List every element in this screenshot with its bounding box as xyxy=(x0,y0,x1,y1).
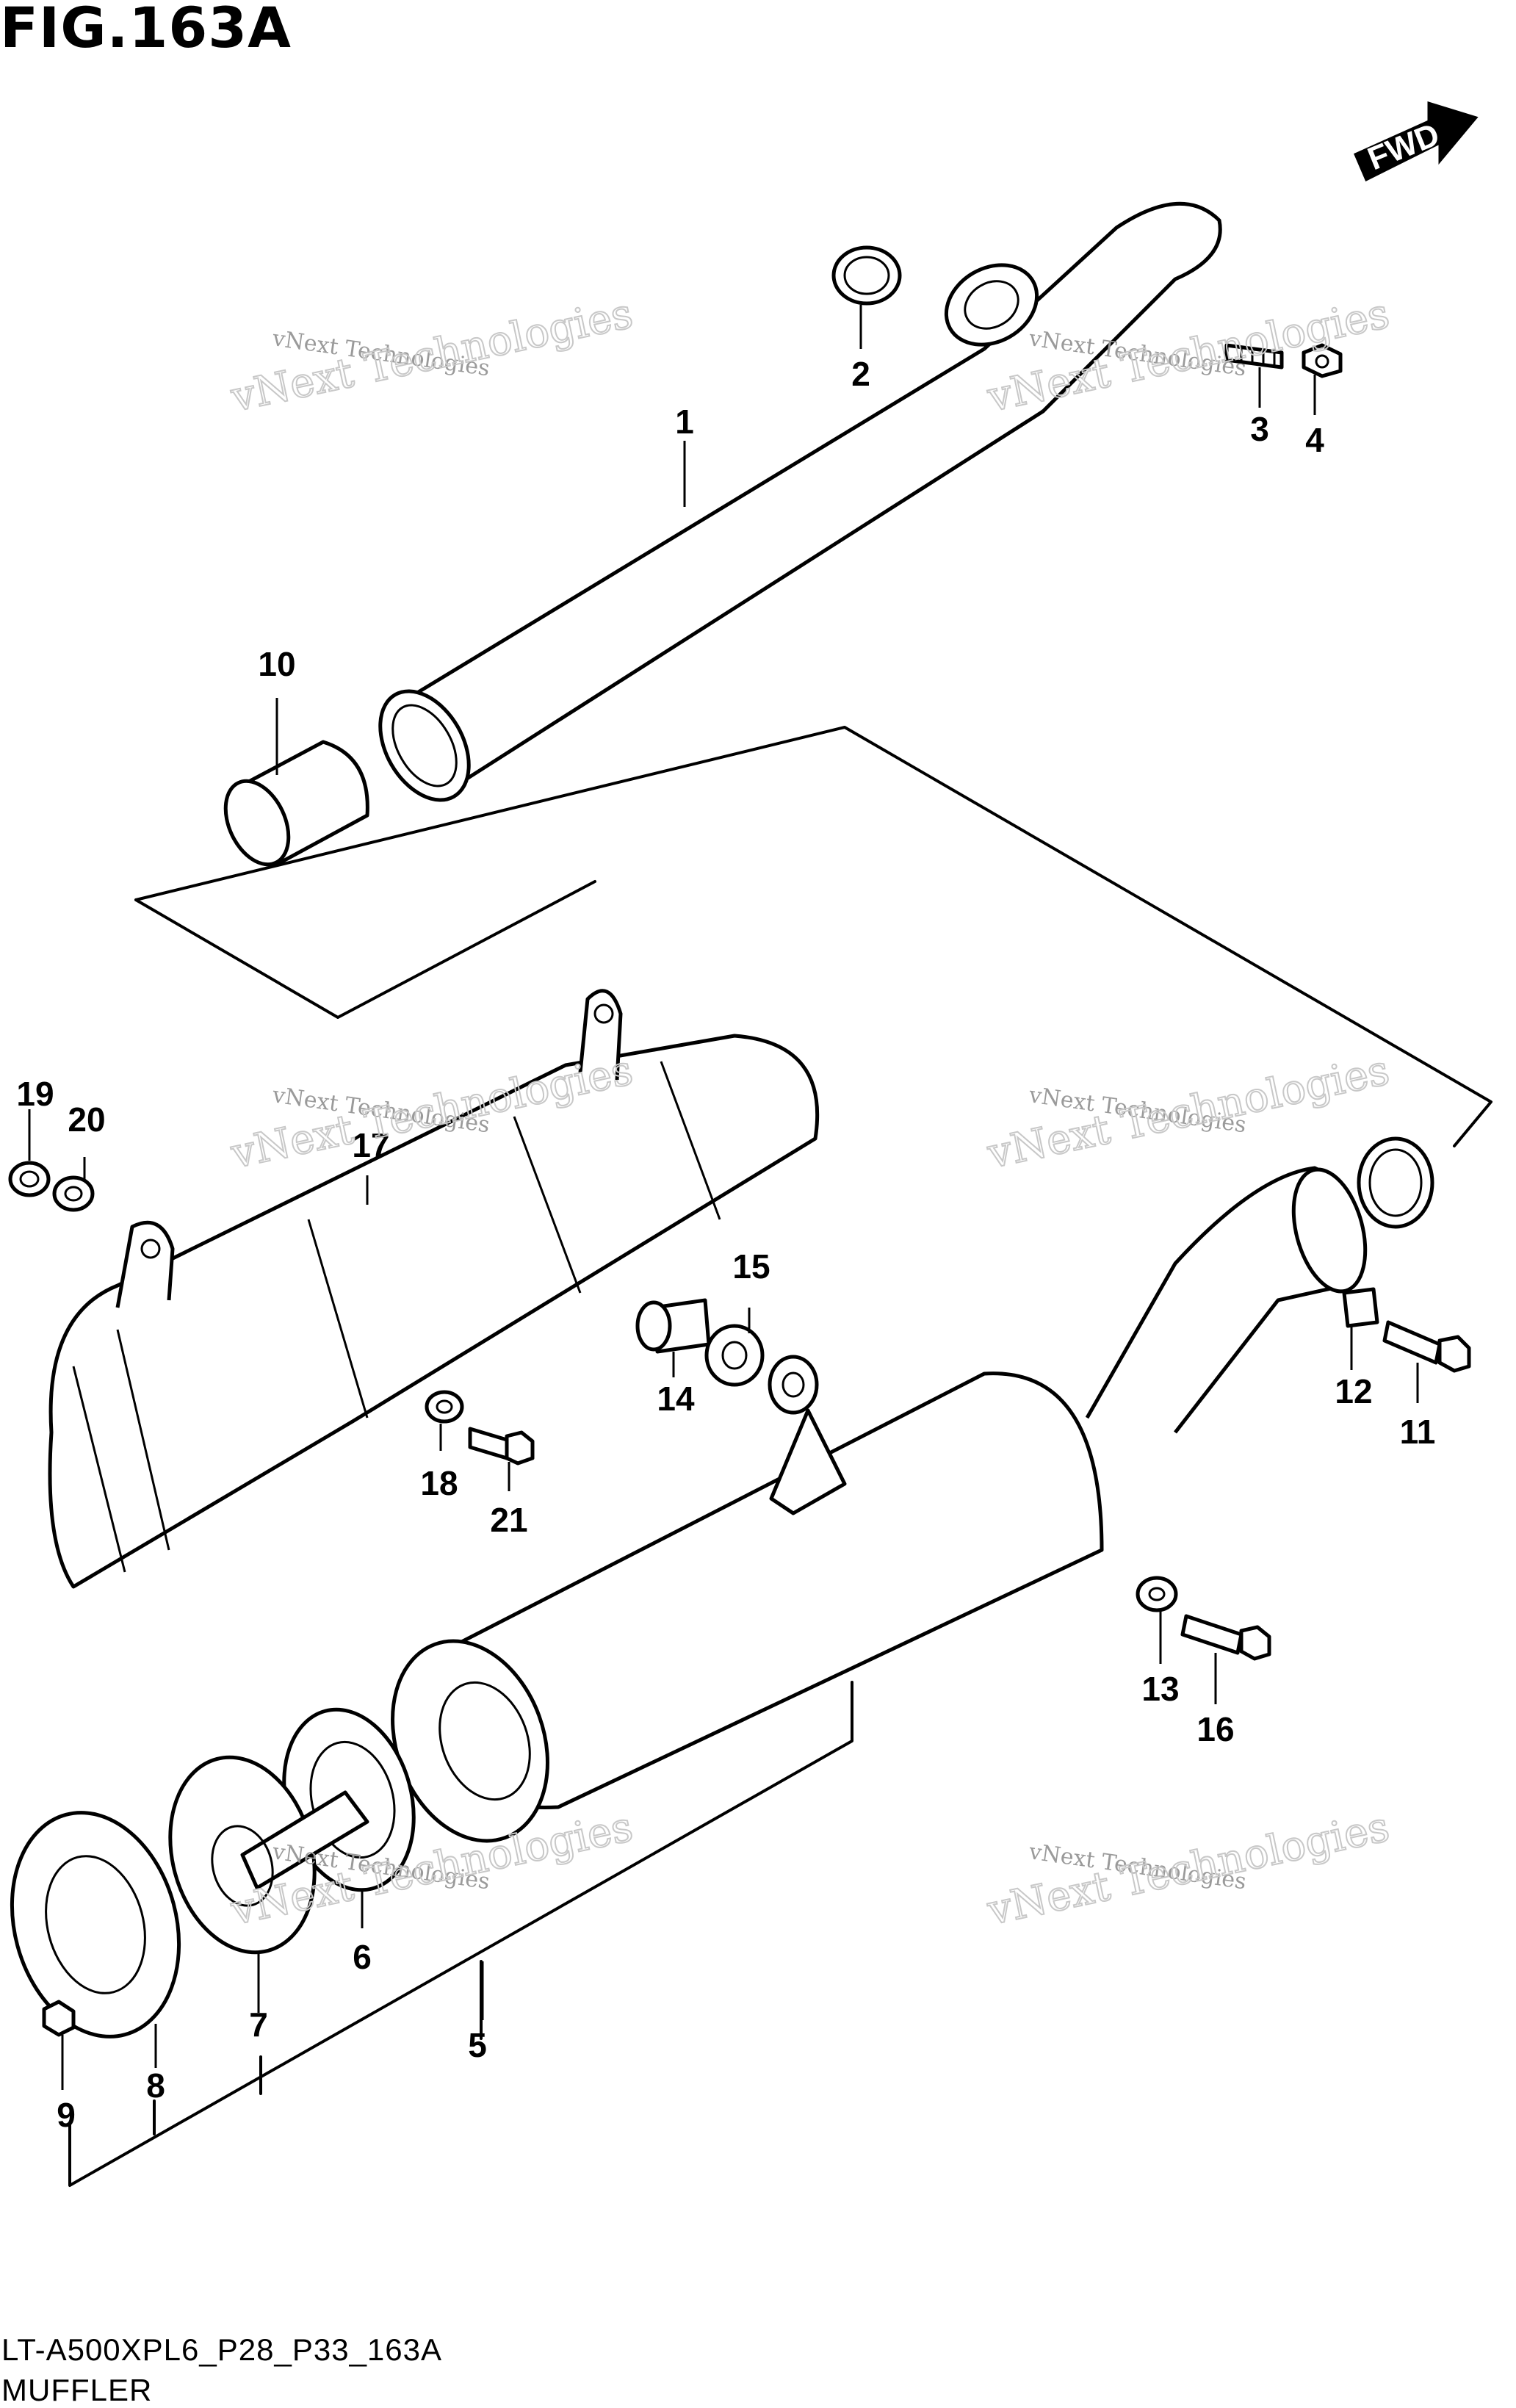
callout-18: 18 xyxy=(420,1464,458,1502)
part-17-heat-shield xyxy=(48,989,820,1589)
watermark-text: vNext Technologies xyxy=(983,1046,1393,1178)
callout-17: 17 xyxy=(352,1126,389,1164)
fwd-label: FWD xyxy=(1362,116,1444,177)
figure-name: MUFFLER xyxy=(1,2373,153,2407)
leader-lines xyxy=(28,305,1419,2090)
part-10-sleeve xyxy=(223,740,369,867)
callout-4: 4 xyxy=(1305,421,1324,459)
callout-11: 11 xyxy=(1400,1413,1436,1451)
callout-12: 12 xyxy=(1335,1372,1372,1410)
part-16-bolt xyxy=(1180,1614,1271,1661)
part-clamp xyxy=(1357,1136,1434,1229)
part-8-end-cap xyxy=(10,1811,181,2038)
part-4-nut xyxy=(1302,343,1343,378)
callout-2: 2 xyxy=(851,355,870,393)
callout-19: 19 xyxy=(16,1075,54,1113)
part-2-gasket xyxy=(831,245,902,306)
callout-1: 1 xyxy=(675,403,694,441)
part-18-washer xyxy=(425,1390,464,1424)
callout-3: 3 xyxy=(1250,410,1269,448)
callout-13: 13 xyxy=(1141,1670,1179,1708)
assembly-frame-lower xyxy=(68,1681,853,2187)
part-15-grommet xyxy=(704,1324,819,1415)
callout-10: 10 xyxy=(258,645,295,683)
part-1-exhaust-pipe xyxy=(378,201,1222,802)
part-9-bolt xyxy=(42,2000,76,2037)
part-14-collar xyxy=(635,1298,711,1354)
callout-9: 9 xyxy=(57,2096,76,2134)
part-12-collar xyxy=(1342,1287,1379,1328)
part-20-collar xyxy=(52,1175,95,1212)
callout-15: 15 xyxy=(732,1247,770,1286)
callout-8: 8 xyxy=(146,2066,165,2105)
figure-code: LT-A500XPL6_P28_P33_163A xyxy=(1,2332,443,2367)
callout-20: 20 xyxy=(68,1100,105,1139)
part-7-spark-arrester xyxy=(168,1755,369,1955)
callout-labels: 1 2 3 4 5 6 7 8 9 10 11 12 13 14 15 16 1… xyxy=(16,355,1435,2134)
part-11-bolt xyxy=(1382,1320,1471,1373)
callout-7: 7 xyxy=(249,2005,268,2044)
assembly-frame-upper xyxy=(134,726,1492,1147)
watermark-text: vNext Technologies xyxy=(226,289,637,421)
part-21-bolt xyxy=(468,1427,535,1466)
callout-5: 5 xyxy=(468,2026,487,2064)
figure-title: FIG.163A xyxy=(0,0,292,60)
watermark-text: vNext Technologies xyxy=(983,1803,1393,1934)
callout-21: 21 xyxy=(490,1501,527,1539)
part-13-washer xyxy=(1136,1576,1178,1612)
part-19-washer xyxy=(8,1161,51,1197)
callout-14: 14 xyxy=(657,1380,695,1418)
callout-6: 6 xyxy=(353,1938,372,1976)
forward-arrow-icon: FWD xyxy=(1354,101,1479,182)
callout-16: 16 xyxy=(1196,1710,1234,1748)
part-3-stud-bolt xyxy=(1224,343,1284,370)
